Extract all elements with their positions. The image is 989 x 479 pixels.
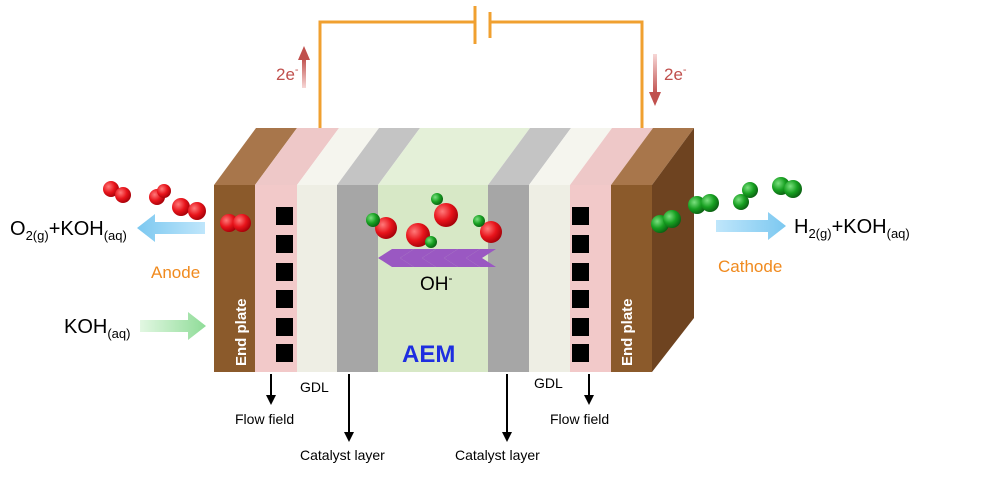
oxygen-atom [406, 223, 430, 247]
h2-outlet-arrow [716, 212, 786, 240]
oxygen-atom [375, 217, 397, 239]
catalyst-layer-left [337, 185, 378, 372]
koh-inlet-arrow [140, 312, 206, 340]
hydrogen-atom [431, 193, 443, 205]
aem-label: AEM [402, 341, 455, 368]
anode-label: Anode [151, 263, 200, 282]
flow-channels-right [572, 207, 589, 362]
hydrogen-molecules-out [651, 177, 802, 233]
cathode-label: Cathode [718, 257, 782, 276]
electron-label-left: 2e- [276, 64, 299, 84]
oxygen-molecules-out [103, 181, 251, 232]
circuit-wire-left [318, 20, 475, 128]
h2-outlet-label: H2(g)+KOH(aq) [794, 216, 910, 241]
gdl-right [529, 185, 570, 372]
oxygen-atom [434, 203, 458, 227]
pointer-arrows [266, 374, 594, 442]
cell-top [214, 128, 694, 185]
molecules-membrane [366, 193, 502, 248]
cell-right-face [652, 128, 694, 372]
circuit-wire-right [490, 20, 644, 128]
hydroxide-label: OH- [420, 271, 453, 295]
koh-inlet-label: KOH(aq) [64, 316, 130, 341]
end-plate-right [611, 185, 652, 372]
electron-arrow-left [298, 46, 310, 88]
membrane [378, 185, 488, 372]
gdl-label-right: GDL [534, 375, 563, 391]
hydrogen-atom [425, 236, 437, 248]
gdl-label-left: GDL [300, 379, 329, 395]
o2-outlet-label: O2(g)+KOH(aq) [10, 218, 127, 243]
gdl-left [297, 185, 337, 372]
catalyst-layer-label-left: Catalyst layer [300, 447, 385, 463]
flow-field-label-right: Flow field [550, 411, 609, 427]
catalyst-layer-right [488, 185, 529, 372]
hydrogen-atom [473, 215, 485, 227]
end-plate-label-left: End plate [233, 298, 250, 366]
flow-channels-left [276, 207, 293, 362]
electron-arrow-right [649, 54, 661, 106]
flow-field-label-left: Flow field [235, 411, 294, 427]
catalyst-layer-label-right: Catalyst layer [455, 447, 540, 463]
oxygen-atom [480, 221, 502, 243]
hydroxide-arrow [378, 249, 496, 267]
external-circuit [318, 6, 644, 128]
end-plate-label-right: End plate [619, 298, 636, 366]
electron-label-right: 2e- [664, 64, 687, 84]
oxygen-atom [366, 213, 380, 227]
o2-outlet-arrow [137, 214, 205, 242]
